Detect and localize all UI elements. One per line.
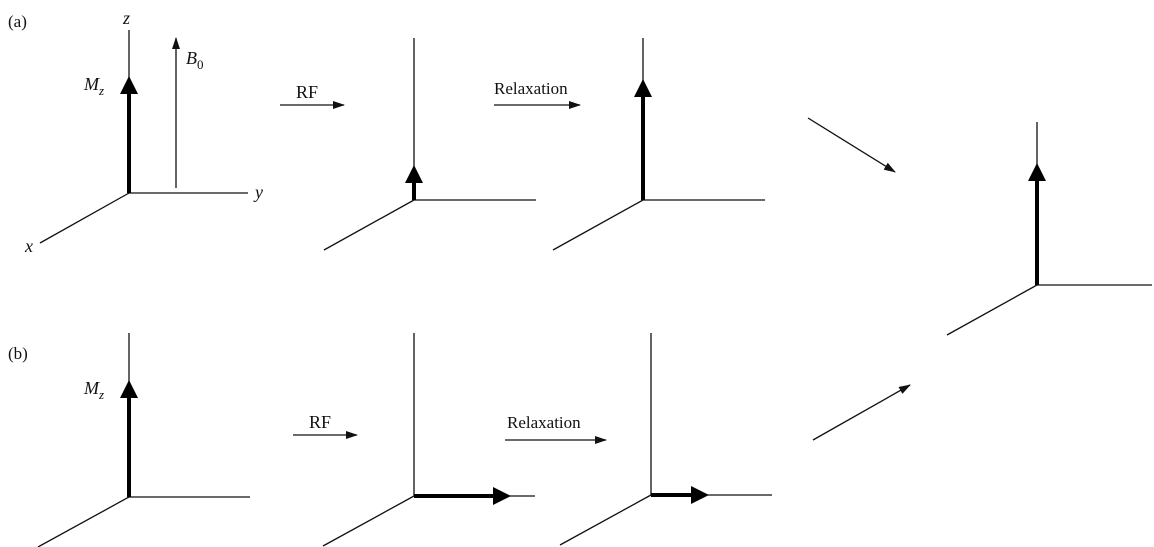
x-axis (552, 199, 644, 251)
frame-b1: Mz (37, 333, 250, 547)
converge-arrow-bottom (812, 384, 911, 441)
b0-label: B0 (186, 48, 204, 72)
frame-b2 (322, 333, 535, 547)
frame-a2 (323, 38, 536, 251)
frame-a1: z y x Mz B0 (24, 8, 263, 256)
panel-b-label: (b) (8, 344, 28, 363)
x-axis (946, 284, 1038, 336)
x-axis-label: x (24, 236, 33, 256)
relaxation-label-b: Relaxation (507, 413, 581, 432)
x-axis (323, 199, 415, 251)
x-axis (559, 494, 652, 546)
x-axis (39, 192, 130, 244)
panel-a-label: (a) (8, 12, 27, 31)
mz-label: Mz (83, 378, 104, 402)
converge-arrow-top (807, 117, 896, 173)
rf-label-a: RF (296, 82, 318, 102)
frame-a3 (552, 38, 765, 251)
relaxation-label-a: Relaxation (494, 79, 568, 98)
z-axis-label: z (122, 8, 130, 28)
x-axis (37, 496, 130, 547)
mz-label: Mz (83, 74, 104, 98)
frame-final (946, 122, 1152, 336)
x-axis (322, 495, 415, 547)
y-axis-label: y (253, 182, 263, 202)
frame-b3 (559, 333, 772, 546)
rf-label-b: RF (309, 412, 331, 432)
